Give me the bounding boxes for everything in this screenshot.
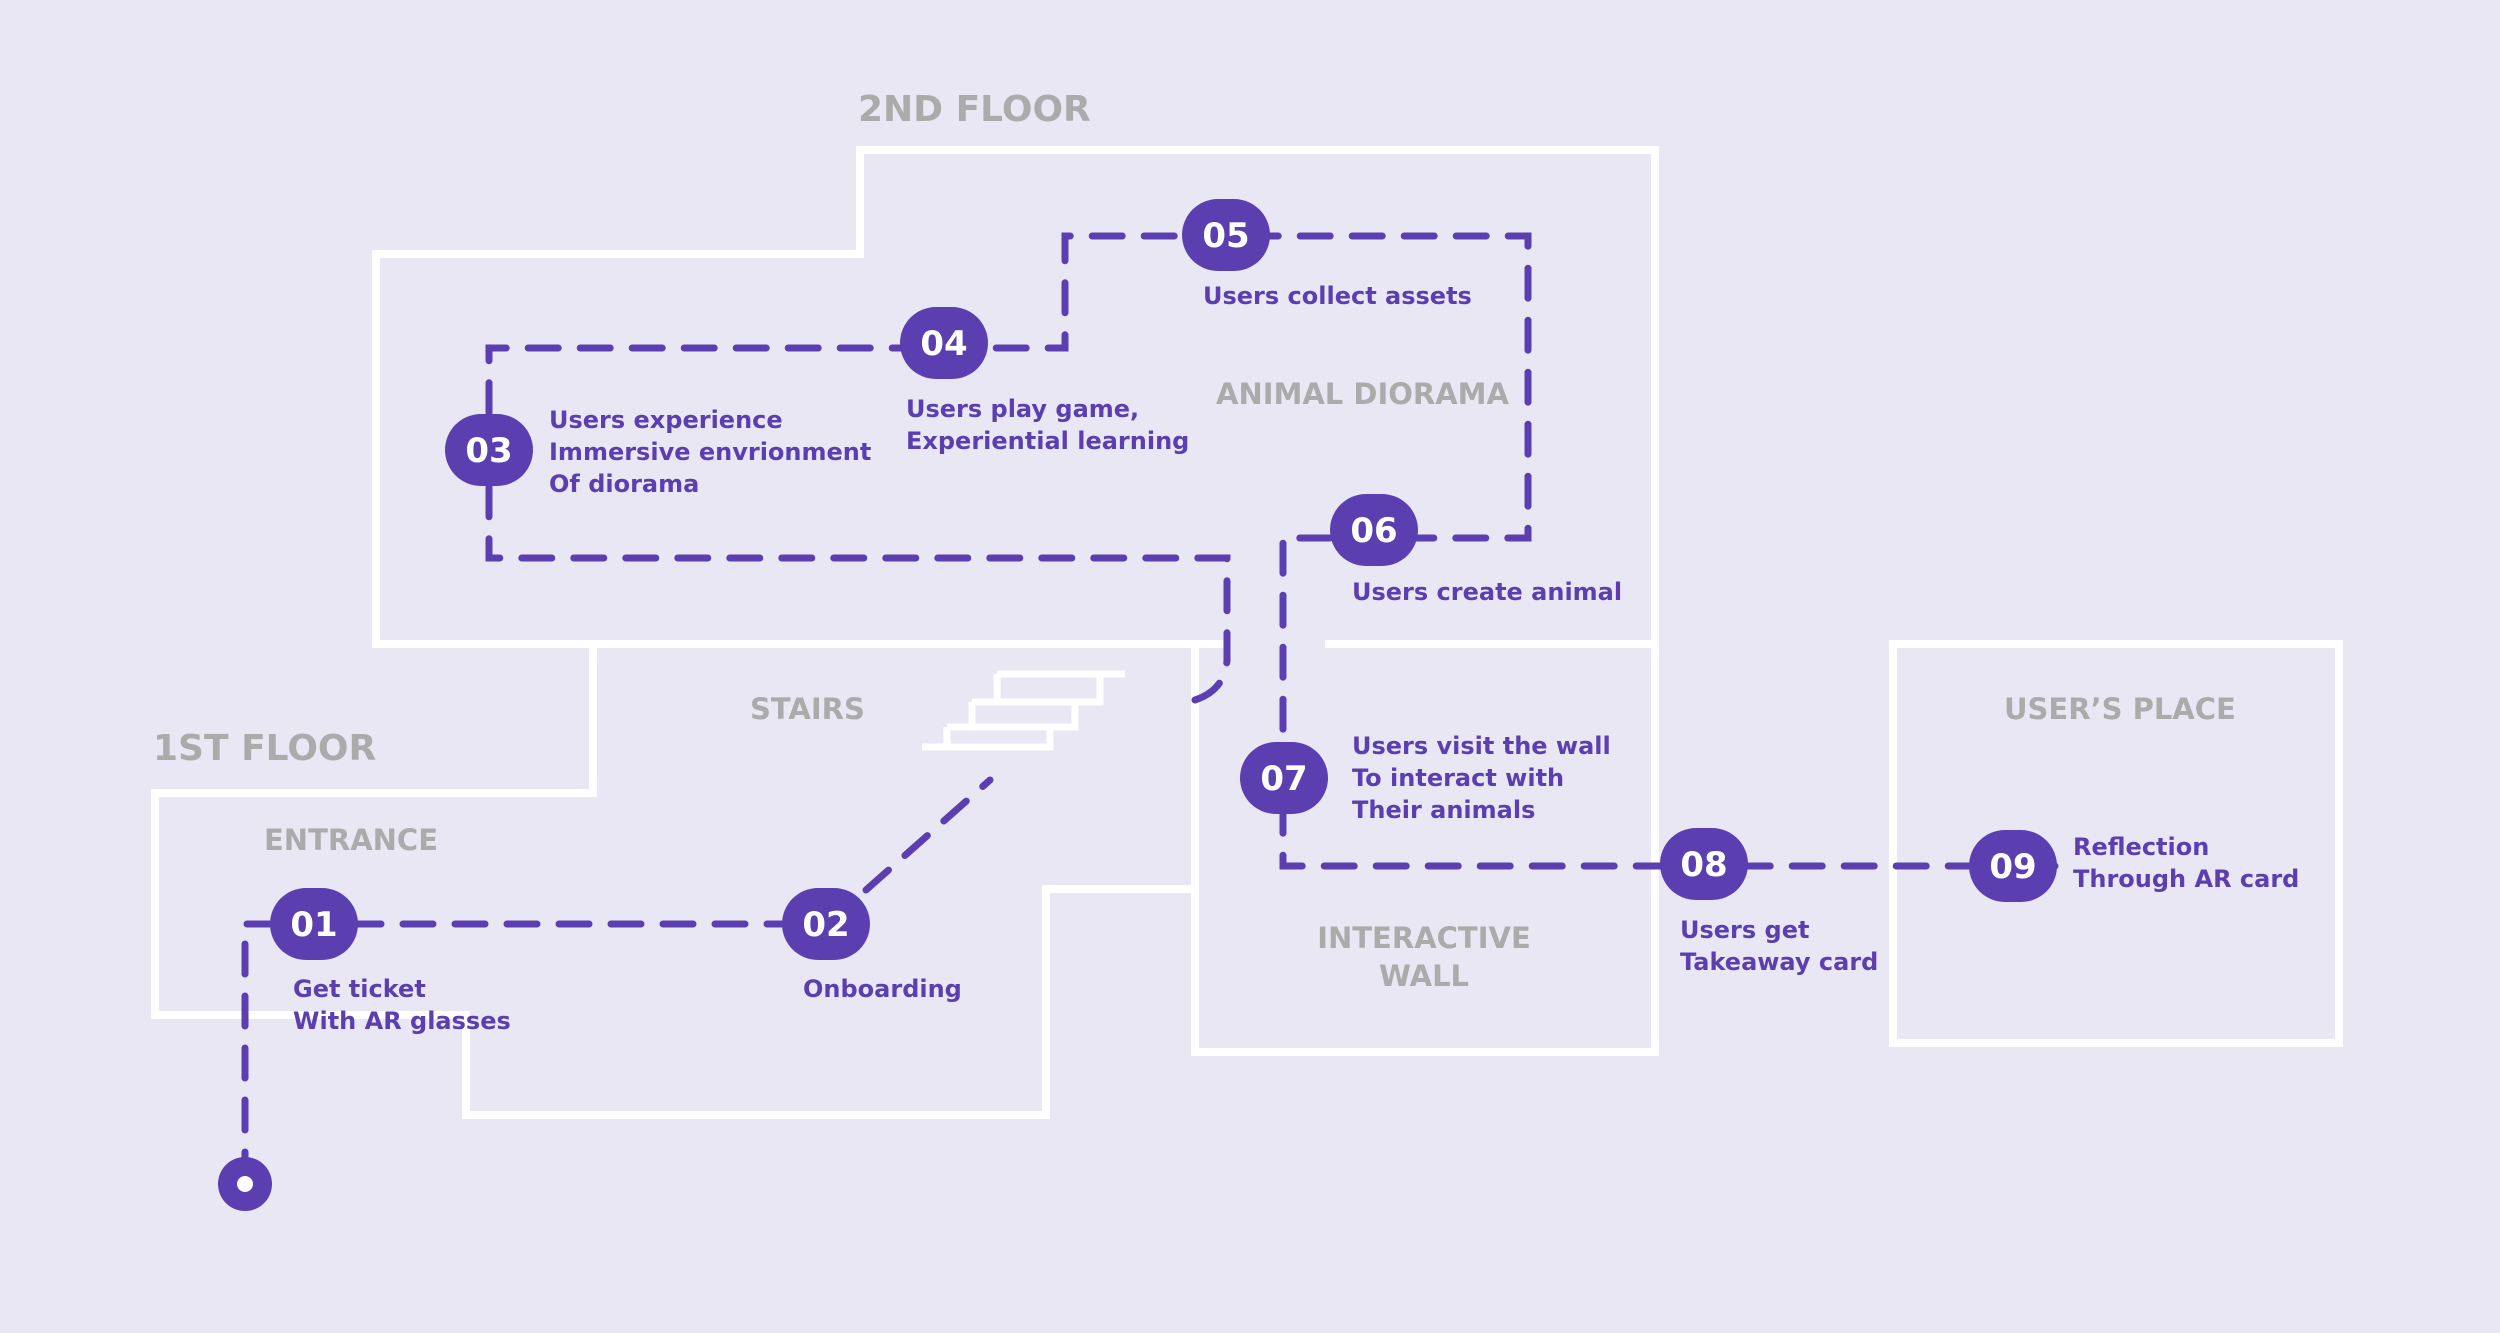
- step-badge-01: 01: [270, 888, 358, 960]
- step-description-line: Immersive envrionment: [549, 438, 871, 466]
- step-badge-06: 06: [1330, 494, 1418, 566]
- zone-labels: 2ND FLOOR 1ST FLOOR ENTRANCE STAIRS ANIM…: [153, 89, 2236, 993]
- step-badge-shape: [1330, 494, 1418, 566]
- step-badge-shape: [1660, 828, 1748, 900]
- step-number: 04: [920, 324, 967, 364]
- step-description-line: Takeaway card: [1680, 948, 1878, 976]
- step-description-line: To interact with: [1352, 764, 1564, 792]
- step-badge-shape: [1969, 830, 2057, 902]
- step-description-line: Users create animal: [1352, 578, 1622, 606]
- step-badge-09: 09: [1969, 830, 2057, 902]
- step-description-line: Users visit the wall: [1352, 732, 1611, 760]
- zone-label-stairs: STAIRS: [750, 692, 865, 726]
- journey-path-segment: [862, 776, 994, 894]
- step-badge-shape: [782, 888, 870, 960]
- step-number: 05: [1202, 216, 1249, 256]
- step-description-line: Their animals: [1352, 796, 1535, 824]
- zone-label-interactive-wall: INTERACTIVE: [1317, 921, 1531, 955]
- zone-label-interactive-wall-line2: WALL: [1379, 959, 1469, 993]
- step-badge-07: 07: [1240, 742, 1328, 814]
- step-badge-03: 03: [445, 414, 533, 486]
- step-number: 01: [290, 905, 337, 945]
- step-badge-shape: [445, 414, 533, 486]
- stairs-icon: [922, 670, 1125, 751]
- step-description-line: Users get: [1680, 916, 1809, 944]
- zone-label-animal-diorama: ANIMAL DIORAMA: [1216, 377, 1510, 411]
- journey-path-segment: [241, 920, 827, 1186]
- step-description-line: Onboarding: [803, 975, 962, 1003]
- zone-label-entrance: ENTRANCE: [264, 823, 438, 857]
- zone-label-users-place: USER’S PLACE: [2004, 692, 2236, 726]
- step-description-line: Through AR card: [2073, 865, 2299, 893]
- step-badge-shape: [270, 888, 358, 960]
- step-description-line: Of diorama: [549, 470, 699, 498]
- step-badge-shape: [1240, 742, 1328, 814]
- wall-interactive-wall: [1191, 644, 1659, 1056]
- step-badge-05: 05: [1182, 199, 1270, 271]
- step-number: 08: [1680, 845, 1727, 885]
- step-badge-shape: [1182, 199, 1270, 271]
- step-description-line: Users experience: [549, 406, 783, 434]
- wall-stairs-area: [151, 644, 1199, 1119]
- step-badge-02: 02: [782, 888, 870, 960]
- step-badge-shape: [900, 307, 988, 379]
- step-number: 02: [802, 905, 849, 945]
- step-description-line: With AR glasses: [293, 1007, 511, 1035]
- step-description-line: Reflection: [2073, 833, 2209, 861]
- step-badge-08: 08: [1660, 828, 1748, 900]
- floor-plan-walls: [151, 146, 2343, 1119]
- step-number: 07: [1260, 759, 1307, 799]
- journey-path: [241, 232, 2059, 1186]
- step-badge-04: 04: [900, 307, 988, 379]
- step-number: 06: [1350, 511, 1397, 551]
- wall-users-place: [1889, 640, 2343, 1047]
- step-number: 03: [465, 431, 512, 471]
- step-number: 09: [1989, 847, 2036, 887]
- journey-path-segment: [485, 232, 2059, 870]
- step-description-line: Users play game,: [906, 395, 1139, 423]
- step-description-line: Experiential learning: [906, 427, 1189, 455]
- step-description-line: Users collect assets: [1203, 282, 1472, 310]
- step-description-line: Get ticket: [293, 975, 426, 1003]
- floor-label-second: 2ND FLOOR: [858, 89, 1091, 130]
- floor-label-first: 1ST FLOOR: [153, 728, 376, 769]
- start-marker: [218, 1157, 272, 1211]
